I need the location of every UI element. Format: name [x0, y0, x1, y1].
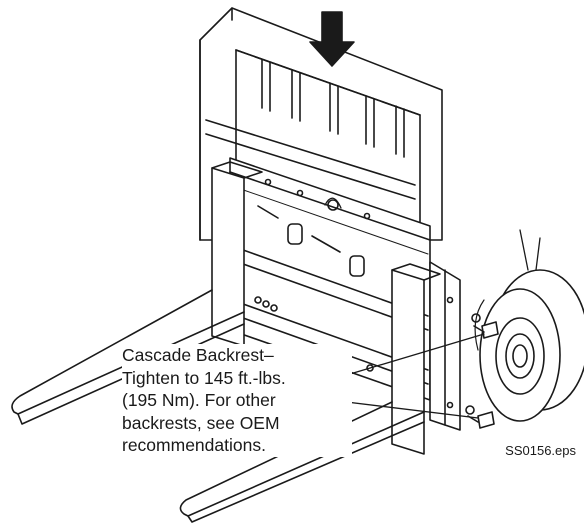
torque-callout: Cascade Backrest– Tighten to 145 ft.-lbs…: [122, 344, 352, 457]
callout-line: Cascade Backrest–: [122, 345, 274, 365]
wheel: [474, 229, 584, 422]
callout-line: backrests, see OEM: [122, 412, 280, 433]
leader-line-upper: [329, 333, 485, 381]
leader-line-lower: [329, 399, 479, 419]
callout-line: (195 Nm). For other: [122, 390, 276, 410]
callout-line: Tighten to 145 ft.-lbs.: [122, 367, 286, 388]
bolt-upper: [471, 313, 499, 339]
callout-line: recommendations.: [122, 435, 266, 455]
down-arrow-icon: [309, 11, 355, 67]
figure-id: SS0156.eps: [505, 443, 576, 458]
